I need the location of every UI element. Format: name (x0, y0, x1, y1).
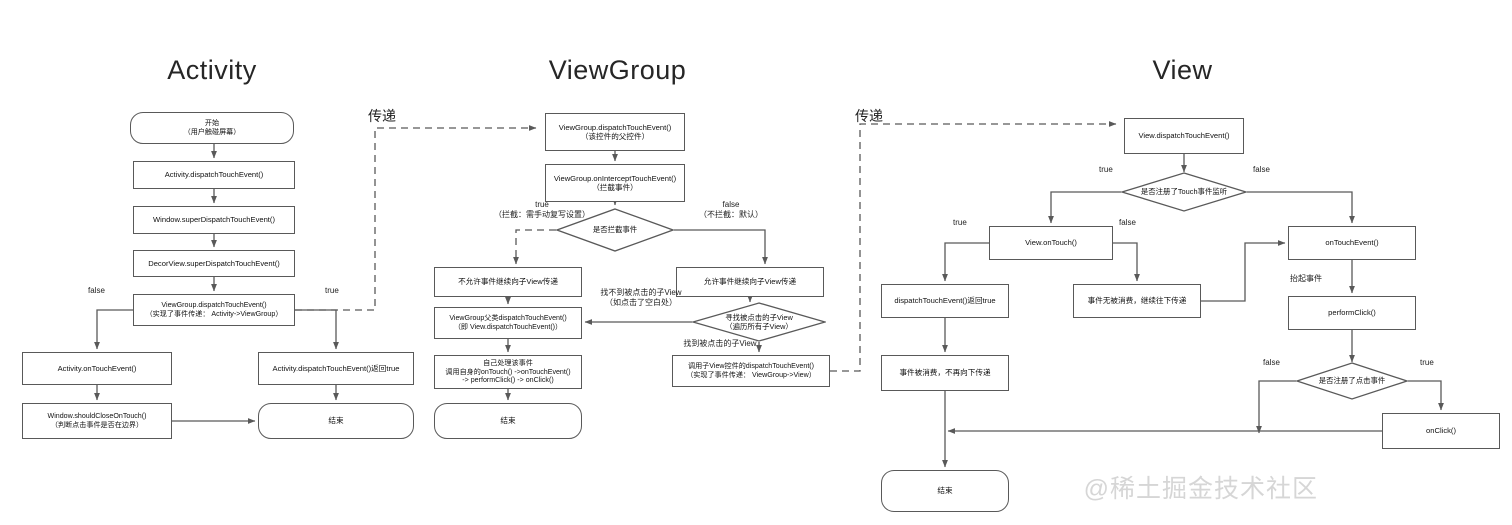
node-label: performClick() (1328, 308, 1376, 318)
node-label: 不允许事件继续向子View传递 (458, 277, 558, 287)
node-label: ViewGroup.dispatchTouchEvent() （该控件的父控件） (558, 122, 672, 141)
decision-view-touch-listener-registered: 是否注册了Touch事件监听 (1121, 172, 1247, 212)
decision-viewgroup-intercept: 是否拦截事件 (556, 208, 674, 252)
node-activity-viewgroup-dispatchtouchevent: ViewGroup.dispatchTouchEvent() （实现了事件传递：… (133, 294, 295, 326)
node-label: Activity.dispatchTouchEvent() (164, 170, 264, 180)
node-label: ViewGroup父类dispatchTouchEvent() （即 View.… (449, 314, 567, 331)
node-label: View.onTouch() (1025, 238, 1077, 248)
node-label: 事件无被消费，继续往下传递 (1087, 296, 1187, 306)
node-viewgroup-dispatchtouchevent: ViewGroup.dispatchTouchEvent() （该控件的父控件） (545, 113, 685, 151)
node-label: Activity.dispatchTouchEvent()返回true (272, 363, 400, 373)
node-viewgroup-end: 结束 (434, 403, 582, 439)
column-title-viewgroup: ViewGroup (548, 55, 687, 85)
node-label: DecorView.superDispatchTouchEvent() (148, 258, 280, 268)
node-view-end: 结束 (881, 470, 1009, 512)
node-viewgroup-allow-child: 允许事件继续向子View传递 (676, 267, 824, 297)
node-activity-dispatchtouchevent: Activity.dispatchTouchEvent() (133, 161, 295, 189)
column-title-view: View (1152, 55, 1213, 85)
node-view-dispatchtouchevent: View.dispatchTouchEvent() (1124, 118, 1244, 154)
node-label: View.dispatchTouchEvent() (1138, 131, 1230, 141)
decision-label: 寻找被点击的子View （遍历所有子View） (725, 312, 793, 331)
node-activity-ontouchevent: Activity.onTouchEvent() (22, 352, 172, 385)
node-view-event-not-consumed: 事件无被消费，继续往下传递 (1073, 284, 1201, 318)
node-label: 事件被消费，不再向下传递 (899, 368, 991, 378)
node-view-dispatch-return-true: dispatchTouchEvent()返回true (881, 284, 1009, 318)
diamond-shape-icon (1296, 362, 1408, 400)
watermark: @稀土掘金技术社区 (1083, 475, 1318, 503)
node-label: 结束 (937, 486, 953, 496)
diamond-shape-icon (556, 208, 674, 252)
edge-label-intercept-true: true （拦截：需手动复写设置） (494, 200, 590, 219)
flow-label-transfer-activity: 传递 (368, 108, 396, 124)
node-view-onclick: onClick() (1382, 413, 1500, 449)
edge-label-ontouch-false: false (1119, 218, 1136, 227)
node-view-event-consumed: 事件被消费，不再向下传递 (881, 355, 1009, 391)
node-label: Activity.onTouchEvent() (57, 363, 137, 373)
node-activity-start: 开始 （用户触碰屏幕） (130, 112, 294, 144)
node-label: Window.shouldCloseOnTouch() （判断点击事件是否在边界… (47, 412, 147, 429)
node-label: onClick() (1426, 426, 1456, 436)
node-view-performclick: performClick() (1288, 296, 1416, 330)
node-label: 允许事件继续向子View传递 (703, 277, 797, 287)
edge-label-activity-false: false (88, 286, 105, 295)
node-window-superdispatchtouchevent: Window.superDispatchTouchEvent() (133, 206, 295, 234)
node-viewgroup-super-dispatchtouchevent: ViewGroup父类dispatchTouchEvent() （即 View.… (434, 307, 582, 339)
decision-label: 是否注册了Touch事件监听 (1140, 187, 1228, 197)
node-label: 自己处理该事件 调用自身的onTouch() ->onTouchEvent() … (445, 358, 571, 385)
decision-viewgroup-find-child: 寻找被点击的子View （遍历所有子View） (692, 302, 826, 342)
node-decorview-superdispatchtouchevent: DecorView.superDispatchTouchEvent() (133, 250, 295, 277)
node-label: 调用子View控件的dispatchTouchEvent() （实现了事件传递：… (686, 362, 816, 379)
node-viewgroup-onintercepttouchevent: ViewGroup.onInterceptTouchEvent() （拦截事件） (545, 164, 685, 202)
edge-label-clicklistener-false: false (1263, 358, 1280, 367)
diamond-shape-icon (1121, 172, 1247, 212)
edge-label-touchlistener-false: false (1253, 165, 1270, 174)
node-label: Window.superDispatchTouchEvent() (153, 215, 275, 225)
edge-label-lift-event: 抬起事件 (1290, 274, 1322, 283)
node-label: ViewGroup.dispatchTouchEvent() （实现了事件传递：… (145, 301, 283, 318)
flow-label-transfer-view: 传递 (855, 108, 883, 124)
decision-view-click-listener-registered: 是否注册了点击事件 (1296, 362, 1408, 400)
node-viewgroup-call-child-dispatch: 调用子View控件的dispatchTouchEvent() （实现了事件传递：… (672, 355, 830, 387)
node-label: ViewGroup.onInterceptTouchEvent() （拦截事件） (553, 173, 677, 192)
edge-label-ontouch-true: true (953, 218, 967, 227)
edge-label-activity-true: true (325, 286, 339, 295)
column-title-activity: Activity (167, 55, 257, 85)
node-window-shouldcloseontouch: Window.shouldCloseOnTouch() （判断点击事件是否在边界… (22, 403, 172, 439)
node-view-ontouchevent: onTouchEvent() (1288, 226, 1416, 260)
edge-label-child-found: 找到被点击的子View (683, 339, 757, 348)
node-label: onTouchEvent() (1325, 238, 1379, 248)
edge-label-intercept-false: false （不拦截：默认） (699, 200, 763, 219)
node-viewgroup-handle-self: 自己处理该事件 调用自身的onTouch() ->onTouchEvent() … (434, 355, 582, 389)
edge-label-touchlistener-true: true (1099, 165, 1113, 174)
edge-label-child-not-found: 找不到被点击的子View （如点击了空白处） (600, 288, 682, 307)
decision-label: 是否注册了点击事件 (1318, 376, 1386, 386)
node-label: 结束 (500, 416, 516, 426)
node-activity-dispatch-return-true: Activity.dispatchTouchEvent()返回true (258, 352, 414, 385)
diamond-shape-icon (692, 302, 826, 342)
node-label: 开始 （用户触碰屏幕） (183, 119, 241, 136)
decision-label: 是否拦截事件 (592, 225, 638, 235)
node-label: dispatchTouchEvent()返回true (894, 296, 996, 306)
node-label: 结束 (328, 416, 344, 426)
edge-label-clicklistener-true: true (1420, 358, 1434, 367)
node-viewgroup-not-allow-child: 不允许事件继续向子View传递 (434, 267, 582, 297)
node-activity-end: 结束 (258, 403, 414, 439)
node-view-ontouch: View.onTouch() (989, 226, 1113, 260)
